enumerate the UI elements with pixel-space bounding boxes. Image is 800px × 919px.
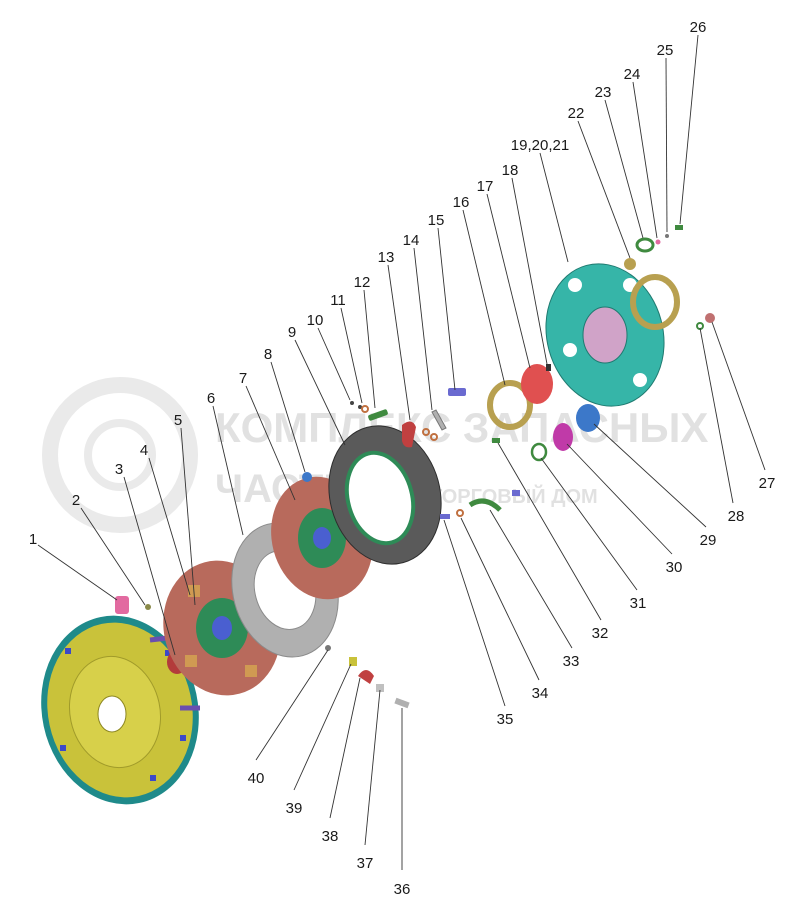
- callout-38: 38: [322, 828, 339, 845]
- callout-26: 26: [690, 19, 707, 36]
- callout-31: 31: [630, 595, 647, 612]
- callout-30: 30: [666, 559, 683, 576]
- bushing: [115, 596, 129, 614]
- callout-15: 15: [428, 212, 445, 229]
- flywheel: [41, 615, 200, 805]
- callout-35: 35: [497, 711, 514, 728]
- callout-7: 7: [239, 370, 247, 387]
- release-bearing: [521, 364, 553, 404]
- small-parts-mid: [440, 438, 520, 519]
- callout-3: 3: [115, 461, 123, 478]
- callout-27: 27: [759, 475, 776, 492]
- callout-13: 13: [378, 249, 395, 266]
- callout-17: 17: [477, 178, 494, 195]
- small-parts-right: [624, 225, 715, 330]
- callout-2: 2: [72, 492, 80, 509]
- o-ring: [530, 442, 548, 462]
- bolt-head: [302, 472, 312, 482]
- callout-40: 40: [248, 770, 265, 787]
- callout-9: 9: [288, 324, 296, 341]
- watermark-line1: КОМПЛЕКС ЗАПАСНЫХ: [215, 404, 708, 451]
- callout-28: 28: [728, 508, 745, 525]
- callout-22: 22: [568, 105, 585, 122]
- callout-23: 23: [595, 84, 612, 101]
- clutch-cover: [328, 425, 442, 565]
- callout-4: 4: [140, 442, 148, 459]
- callout-labels: 1 2 3 4 5 6 7 8 9 10 11 12 13 14 15 16 1…: [29, 19, 776, 898]
- pin: [145, 604, 151, 610]
- callout-37: 37: [357, 855, 374, 872]
- callout-19-20-21: 19,20,21: [511, 137, 569, 154]
- small-parts-upper: [350, 388, 466, 448]
- callout-25: 25: [657, 42, 674, 59]
- callout-18: 18: [502, 162, 519, 179]
- grease-fitting: [546, 364, 551, 371]
- callout-6: 6: [207, 390, 215, 407]
- callout-5: 5: [174, 412, 182, 429]
- callout-10: 10: [307, 312, 324, 329]
- return-spring: [553, 423, 573, 451]
- callout-8: 8: [264, 346, 272, 363]
- small-parts-lower: [325, 645, 410, 709]
- bearing-cap: [576, 404, 600, 432]
- leader-lines: [37, 34, 766, 870]
- callout-14: 14: [403, 232, 420, 249]
- callout-24: 24: [624, 66, 641, 83]
- callout-11: 11: [330, 292, 346, 309]
- thrust-ring: [487, 380, 533, 430]
- callout-34: 34: [532, 685, 549, 702]
- callout-36: 36: [394, 881, 411, 898]
- callout-29: 29: [700, 532, 717, 549]
- callout-39: 39: [286, 800, 303, 817]
- callout-16: 16: [453, 194, 470, 211]
- callout-1: 1: [29, 531, 37, 548]
- callout-12: 12: [354, 274, 371, 291]
- callout-33: 33: [563, 653, 580, 670]
- callout-32: 32: [592, 625, 609, 642]
